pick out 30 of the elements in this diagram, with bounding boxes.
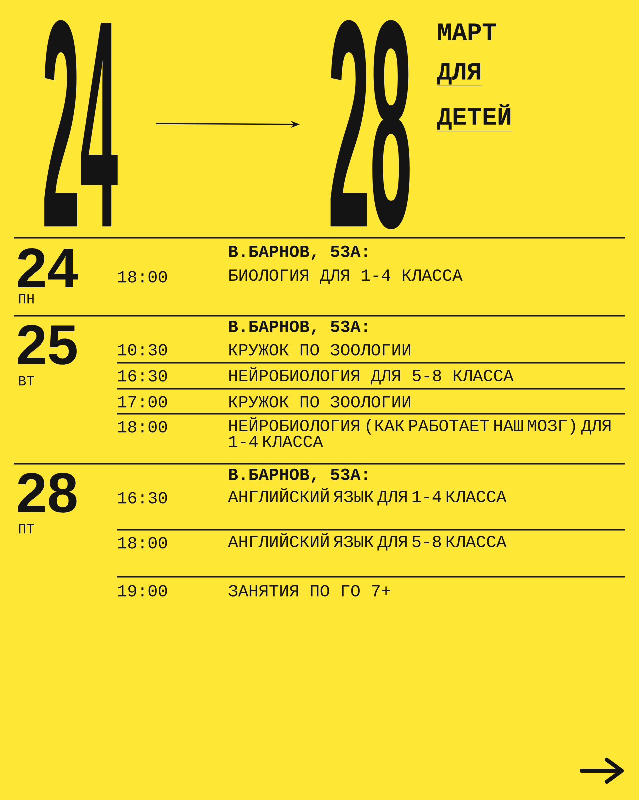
event-time: 16:30 [118,492,168,504]
weekday-label: ПТ [19,524,34,534]
big-date-number: 28 [330,20,410,230]
event-time: 10:30 [118,344,168,356]
event-title: НЕЙРОБИОЛОГИЯ (КАК РАБОТАЕТ НАШ МОЗГ) ДЛЯ 1-4 КЛАССА [229,417,611,448]
event-title: КРУЖОК ПО ЗООЛОГИИ [230,344,410,356]
audience-label: ДЕТЕЙ [437,104,512,132]
venue-heading: В.БАРНОВ, 53А: [229,320,368,336]
venue-heading: В.БАРНОВ, 53А: [229,468,368,484]
event-title: ЗАНЯТИЯ ПО ГО 7+ [228,585,390,597]
day-number: 28 [18,473,77,513]
weekday-label: ВТ [19,376,34,386]
event-time: 19:00 [118,585,168,597]
event-title: КРУЖОК ПО ЗООЛОГИИ [230,396,410,408]
venue-heading: В.БАРНОВ, 53А: [229,246,368,260]
audience-label: ДЛЯ [437,63,482,86]
weekday-label: ПН [19,294,34,304]
event-title: БИОЛОГИЯ ДЛЯ 1-4 КЛАССА [230,270,463,284]
day-number: 25 [18,325,77,365]
event-title: НЕЙРОБИОЛОГИЯ ДЛЯ 5-8 КЛАССА [230,367,514,385]
day-number: 24 [18,248,78,288]
event-time: 17:00 [118,396,168,408]
month-label: МАРТ [438,24,496,40]
event-title: АНГЛИЙСКИЙ ЯЗЫК ДЛЯ 5-8 КЛАССА [228,533,507,551]
big-date-number: 24 [44,20,118,227]
event-time: 18:00 [118,271,168,283]
event-title: АНГЛИЙСКИЙ ЯЗЫК ДЛЯ 1-4 КЛАССА [228,488,507,506]
event-time: 18:00 [118,537,168,549]
event-time: 18:00 [118,421,168,433]
event-time: 16:30 [118,370,168,382]
